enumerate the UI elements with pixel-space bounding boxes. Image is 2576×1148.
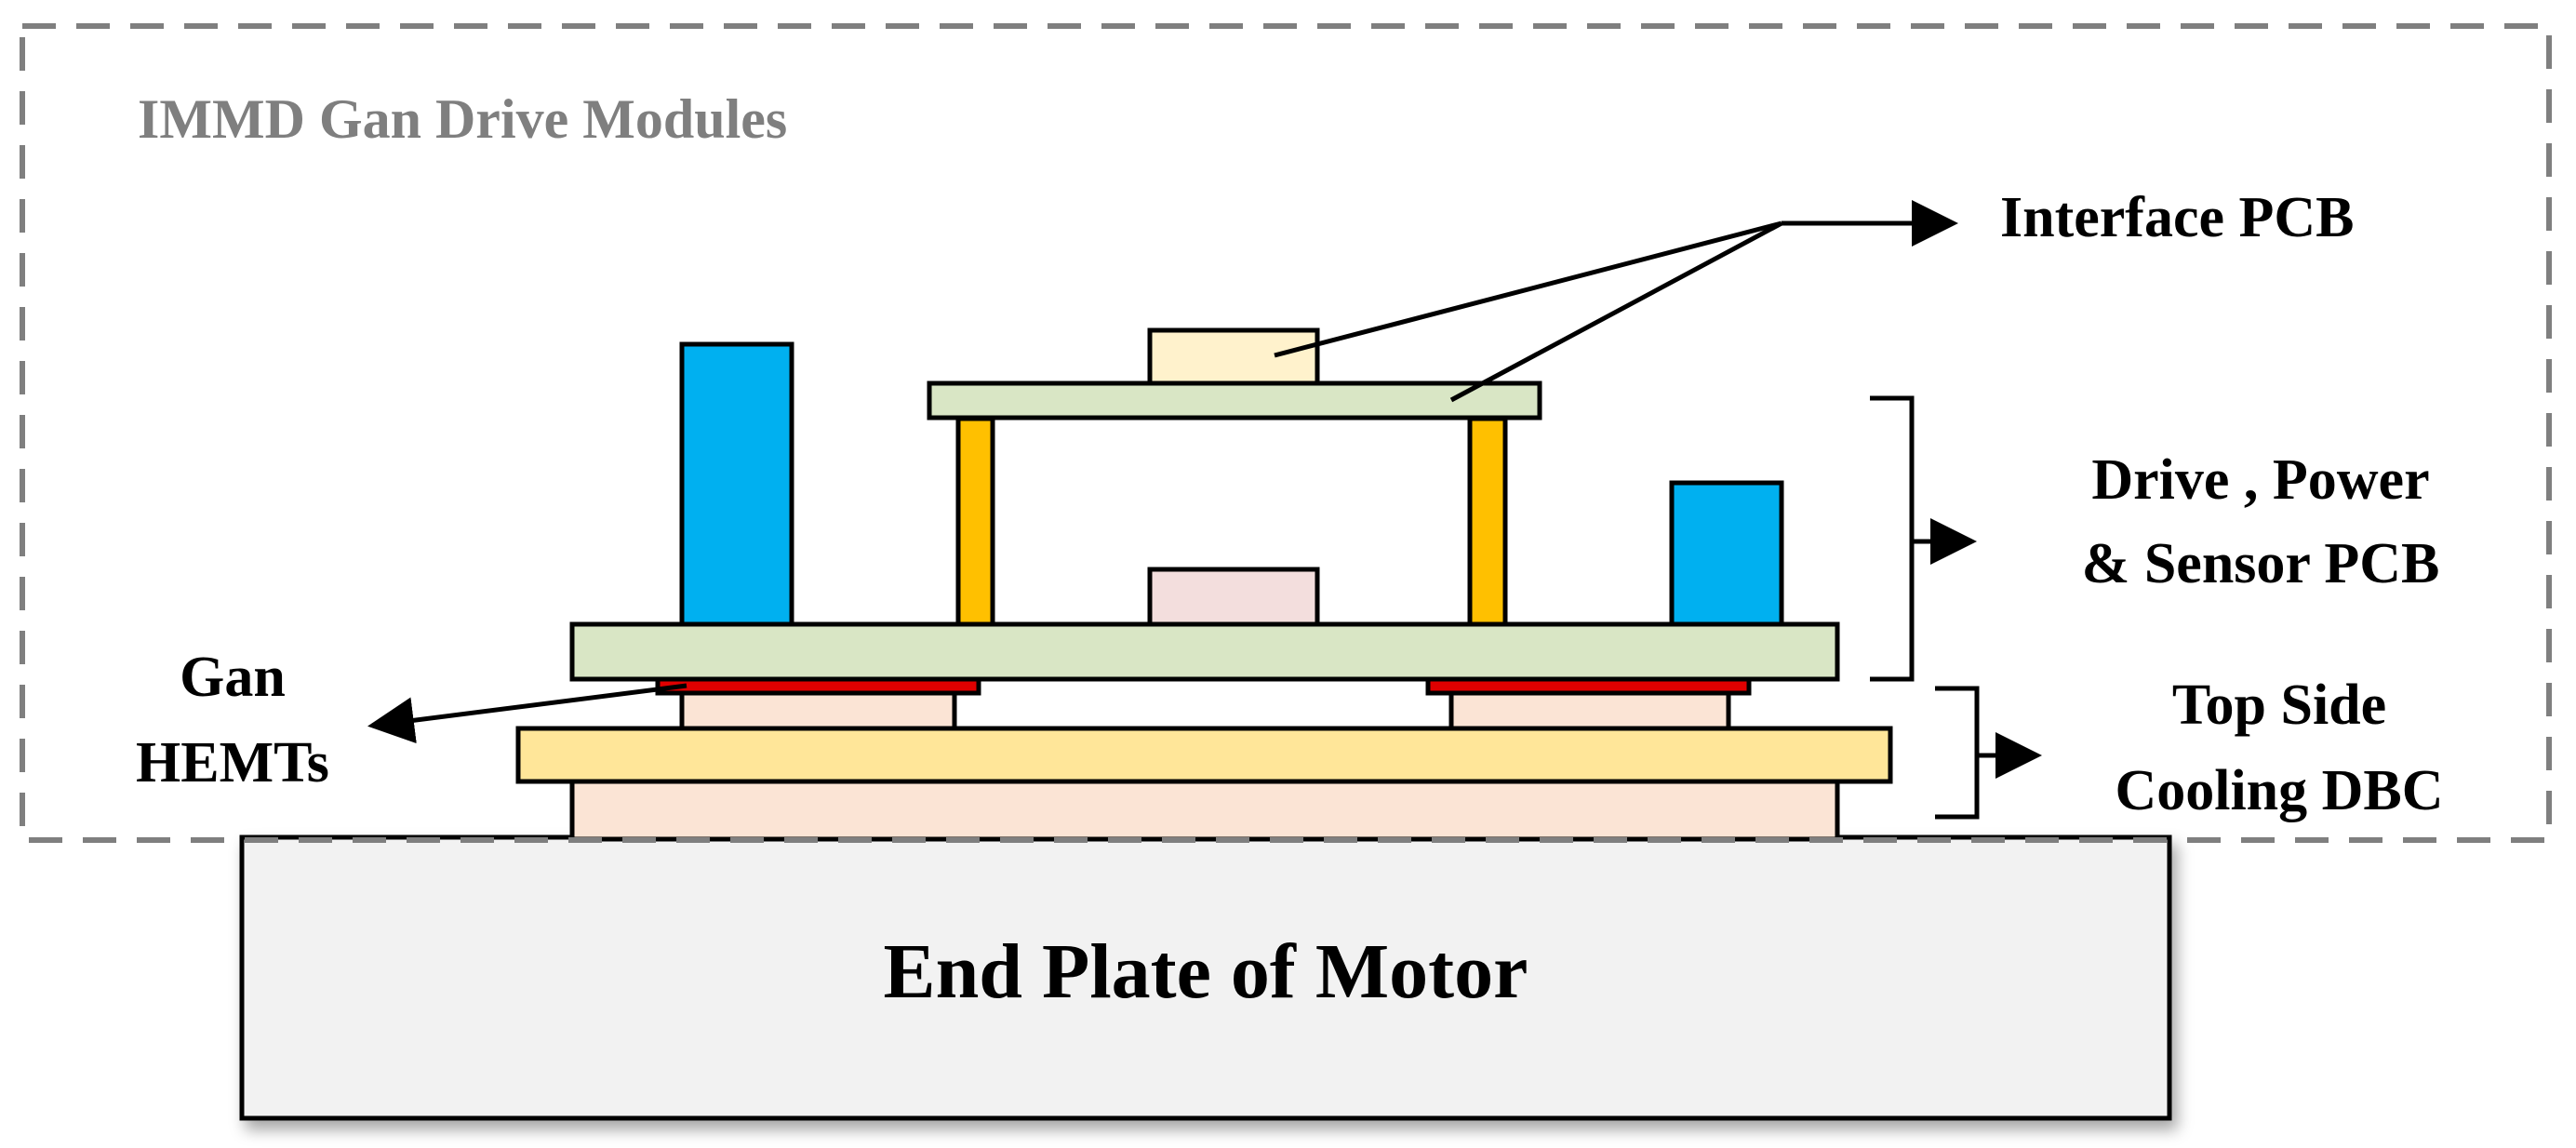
end-plate	[239, 834, 2172, 1121]
module-boundary-title: IMMD Gan Drive Modules	[138, 88, 787, 150]
standoff-right	[1467, 416, 1508, 627]
capacitor-short	[1669, 480, 1784, 627]
gan-hemts-label-line1: Gan	[180, 646, 286, 709]
module-boundary	[20, 23, 2552, 843]
interface-pcb-label: Interface PCB	[2000, 186, 2354, 249]
interface-pcb-leader-component	[1274, 220, 1782, 358]
interface-pcb-leader-board	[1449, 220, 1783, 403]
drive-pcb-bracket	[1870, 395, 1915, 682]
interface-pcb	[927, 380, 1542, 420]
interface-component	[1147, 327, 1320, 386]
dbc-label-line1: Top Side	[2172, 674, 2386, 737]
standoff-left	[955, 416, 995, 627]
end-plate-label: End Plate of Motor	[884, 928, 1528, 1015]
drive-pcb-label-line2: & Sensor PCB	[2082, 532, 2440, 595]
capacitor-tall	[679, 341, 794, 627]
dbc-bottom-copper	[569, 779, 1840, 842]
drive-pcb-label-line1: Drive , Power	[2091, 448, 2429, 512]
dbc-top-pad-left	[679, 690, 957, 731]
driver-component	[1147, 567, 1320, 627]
gan-hemts-label-line2: HEMTs	[136, 731, 329, 794]
drive-power-sensor-pcb	[569, 621, 1840, 682]
dbc-bracket	[1935, 686, 1980, 820]
dbc-top-pad-right	[1448, 690, 1731, 731]
dbc-label-line2: Cooling DBC	[2115, 759, 2443, 822]
gan-hemts-arrow	[367, 683, 687, 744]
dbc-substrate	[515, 726, 1893, 784]
